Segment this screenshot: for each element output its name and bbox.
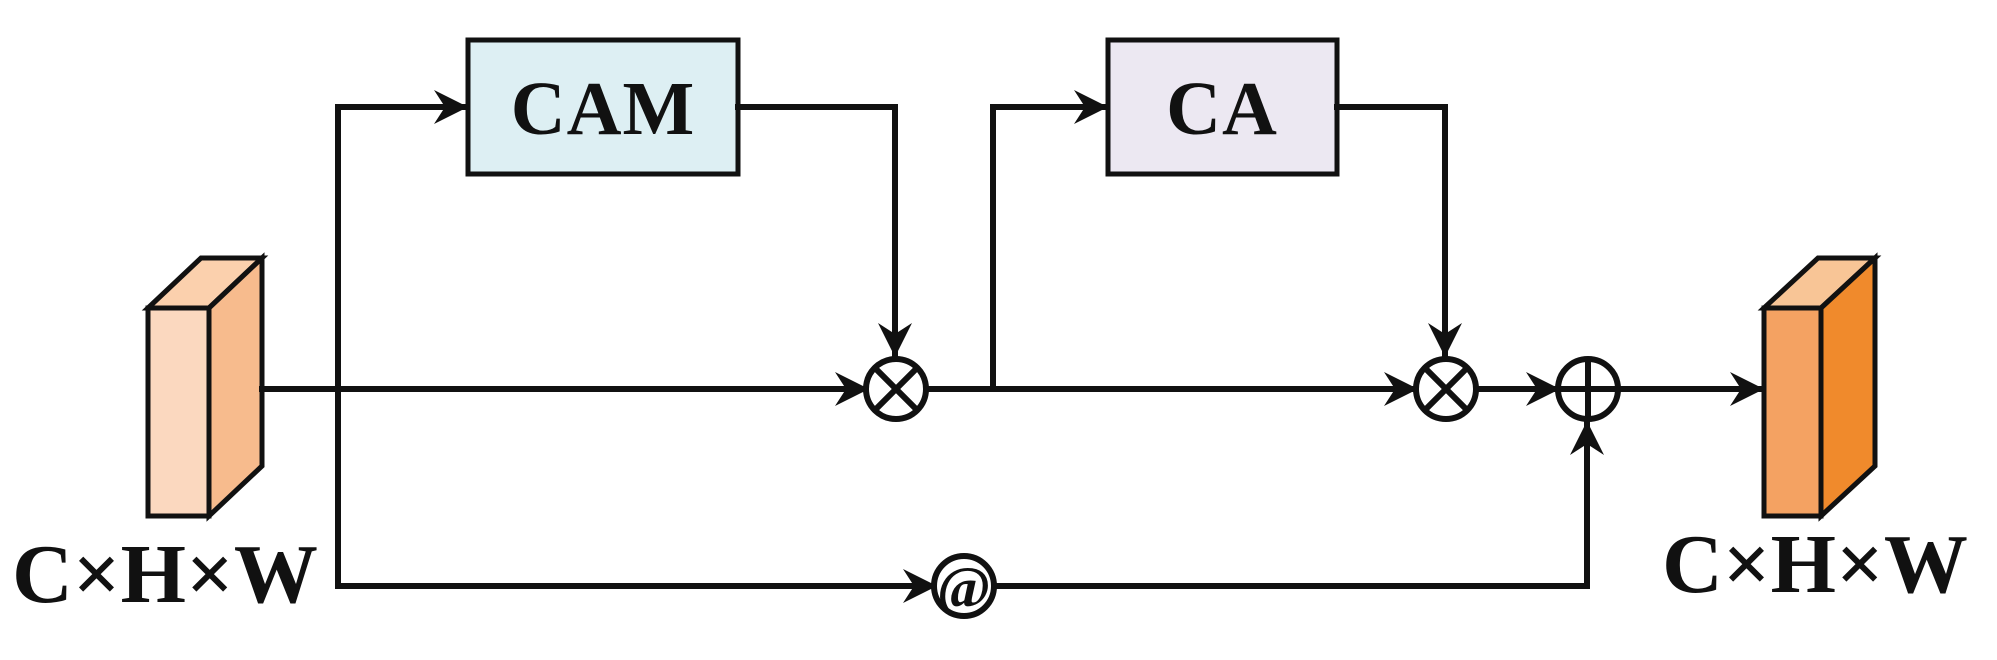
matmul-operator-circle — [931, 553, 997, 619]
branch-to-ca-path — [990, 90, 1108, 392]
ca-module: CA — [1105, 37, 1340, 177]
input-to-matmul-path — [335, 386, 937, 603]
matmul-operator: @ — [931, 553, 997, 620]
connections — [259, 90, 1764, 603]
cam-to-first-multiply-path — [735, 104, 912, 357]
multiply-operator-1 — [863, 356, 929, 422]
multiply-operator-2 — [1413, 356, 1479, 422]
multiply-operator-2-cross-b — [1420, 363, 1472, 415]
output-tensor-front-face — [1761, 305, 1824, 519]
cam-module: CAM — [465, 37, 741, 177]
input-tensor-front-face — [145, 305, 212, 519]
output-tensor — [1757, 252, 1882, 522]
ca-to-second-multiply-path — [1334, 104, 1462, 357]
ca-label: CA — [1166, 67, 1278, 151]
input-shape-label: C×H×W — [12, 528, 318, 621]
input-to-cam-path — [335, 90, 468, 392]
multiply-operator-1-cross-b — [870, 363, 922, 415]
ca-box — [1105, 37, 1340, 177]
matmul-to-add-path — [991, 421, 1604, 589]
output-shape-label: C×H×W — [1662, 518, 1968, 611]
cam-label: CAM — [511, 67, 696, 151]
add-operator — [1555, 356, 1621, 422]
matmul-operator-symbol: @ — [937, 555, 991, 620]
input-tensor — [141, 252, 269, 522]
